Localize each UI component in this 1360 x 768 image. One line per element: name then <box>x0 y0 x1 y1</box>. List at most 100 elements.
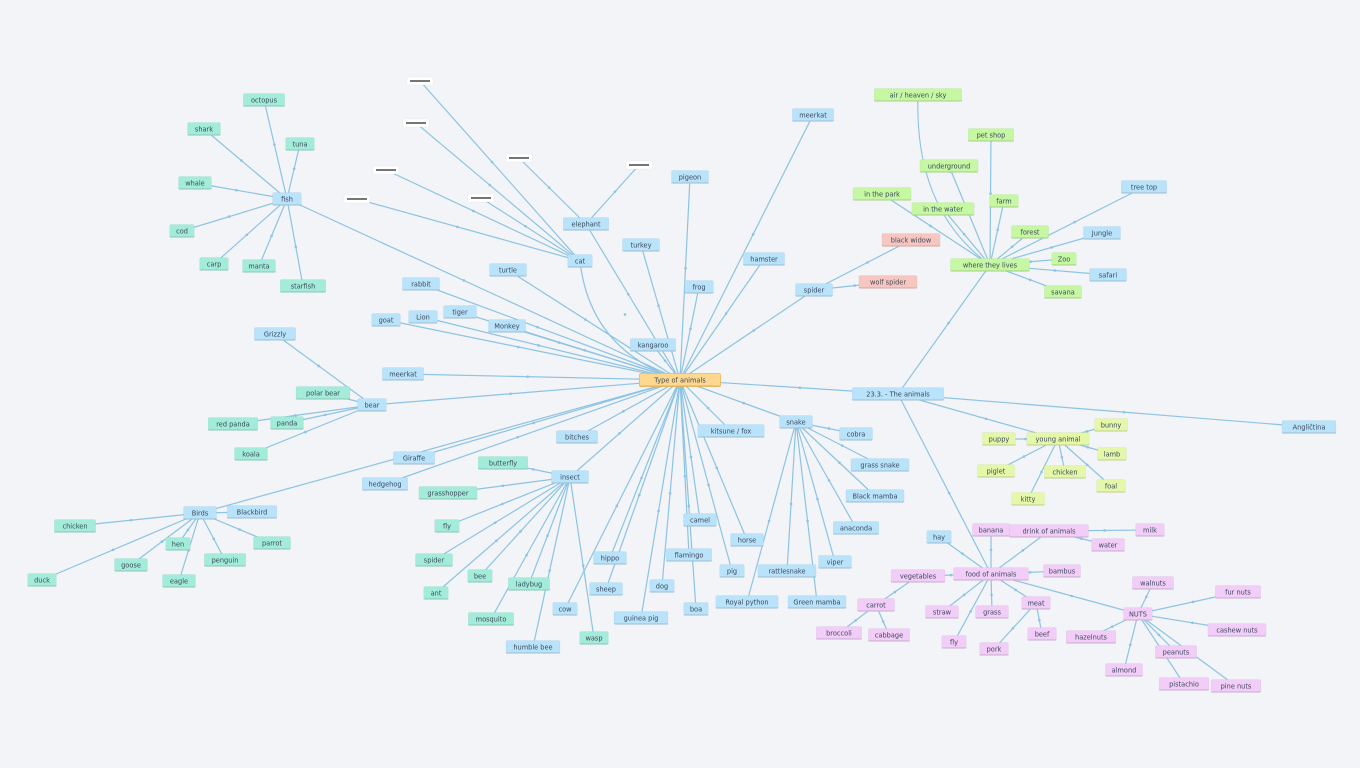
node-snake[interactable]: snake <box>779 415 813 429</box>
node-lang[interactable]: Angličtina <box>1281 420 1337 434</box>
node-beef[interactable]: beef <box>1027 627 1057 641</box>
node-vegetables[interactable]: vegetables <box>890 569 946 583</box>
node-pistachio[interactable]: pistachio <box>1158 677 1210 691</box>
node-hay[interactable]: hay <box>926 530 952 544</box>
node-hedgehog[interactable]: hedgehog <box>361 477 409 491</box>
node-manta[interactable]: manta <box>242 259 276 273</box>
node-dog[interactable]: dog <box>649 579 675 593</box>
node-blackmamba[interactable]: Black mamba <box>845 489 905 503</box>
node-meerkat2[interactable]: meerkat <box>382 367 424 381</box>
node-anaconda[interactable]: anaconda <box>832 521 880 535</box>
node-banana[interactable]: banana <box>972 523 1010 537</box>
node-lion[interactable]: Lion <box>408 310 438 324</box>
node-blackbird[interactable]: Blackbird <box>226 505 278 519</box>
node-butterfly[interactable]: butterfly <box>477 456 529 470</box>
node-cat5[interactable] <box>467 193 495 203</box>
node-ant[interactable]: ant <box>423 586 449 600</box>
node-penguin[interactable]: penguin <box>204 553 246 567</box>
node-carrot[interactable]: carrot <box>857 598 895 612</box>
node-hen[interactable]: hen <box>165 537 191 551</box>
node-peanuts[interactable]: peanuts <box>1155 645 1197 659</box>
node-cat1[interactable] <box>406 76 434 86</box>
node-blackwidow[interactable]: black widow <box>881 233 941 247</box>
node-octopus[interactable]: octopus <box>243 93 285 107</box>
node-inpark[interactable]: in the park <box>852 187 912 201</box>
node-pigeon[interactable]: pigeon <box>671 170 709 184</box>
node-giraffe[interactable]: Giraffe <box>393 451 435 465</box>
node-flamingo[interactable]: flamingo <box>665 548 713 562</box>
node-cat3[interactable] <box>372 165 400 175</box>
node-sky[interactable]: air / heaven / sky <box>873 88 963 102</box>
node-hamster[interactable]: hamster <box>743 252 785 266</box>
node-bambus[interactable]: bambus <box>1043 564 1081 578</box>
node-savana[interactable]: savana <box>1044 285 1082 299</box>
node-fly2[interactable]: fly <box>941 635 967 649</box>
node-cat[interactable]: cat <box>567 254 593 268</box>
node-pork[interactable]: pork <box>979 642 1009 656</box>
node-spider[interactable]: spider <box>795 283 833 297</box>
node-boa[interactable]: boa <box>683 602 709 616</box>
node-spider2[interactable]: spider <box>415 553 453 567</box>
node-young[interactable]: young animal <box>1026 432 1090 446</box>
node-where[interactable]: where they lives <box>950 258 1030 272</box>
node-elephant[interactable]: elephant <box>562 217 610 231</box>
node-shark[interactable]: shark <box>187 122 221 136</box>
node-wolfspider[interactable]: wolf spider <box>858 275 918 289</box>
node-cat4[interactable] <box>343 194 371 204</box>
node-guineapig[interactable]: guinea pig <box>613 611 669 625</box>
node-monkey[interactable]: Monkey <box>488 319 526 333</box>
node-cow[interactable]: cow <box>552 602 578 616</box>
node-kangaroo[interactable]: kangaroo <box>629 338 677 352</box>
node-fish[interactable]: fish <box>272 192 302 206</box>
node-rattlesnake[interactable]: rattlesnake <box>757 564 817 578</box>
node-whale[interactable]: whale <box>178 176 212 190</box>
node-sheep[interactable]: sheep <box>589 582 623 596</box>
node-piglet[interactable]: piglet <box>977 464 1015 478</box>
node-eagle[interactable]: eagle <box>162 574 196 588</box>
node-starfish[interactable]: starfish <box>279 279 327 293</box>
node-pig[interactable]: pig <box>719 564 745 578</box>
node-bear[interactable]: bear <box>357 398 387 412</box>
node-hazelnuts[interactable]: hazelnuts <box>1065 630 1117 644</box>
node-walnuts[interactable]: walnuts <box>1132 576 1174 590</box>
node-camel[interactable]: camel <box>683 513 717 527</box>
node-bitches[interactable]: bitches <box>556 430 598 444</box>
node-grasssnake[interactable]: grass snake <box>850 458 910 472</box>
node-petshop[interactable]: pet shop <box>967 128 1015 142</box>
node-food[interactable]: food of animals <box>953 567 1029 581</box>
node-rabbit[interactable]: rabbit <box>402 277 440 291</box>
node-mosquito[interactable]: mosquito <box>467 612 515 626</box>
node-redpanda[interactable]: red panda <box>207 417 259 431</box>
node-puppy[interactable]: puppy <box>982 432 1016 446</box>
node-bunny[interactable]: bunny <box>1094 418 1128 432</box>
node-ladybug[interactable]: ladybug <box>508 577 550 591</box>
node-fox[interactable]: kitsune / fox <box>697 424 765 438</box>
node-tuna[interactable]: tuna <box>285 137 315 151</box>
node-kitty[interactable]: kitty <box>1011 492 1045 506</box>
node-duck[interactable]: duck <box>27 573 57 587</box>
node-chicken1[interactable]: chicken <box>54 519 96 533</box>
node-panda[interactable]: panda <box>270 416 304 430</box>
node-ele1[interactable] <box>505 153 533 163</box>
node-insect[interactable]: insect <box>551 470 589 484</box>
node-zoo[interactable]: Zoo <box>1051 252 1077 266</box>
node-tiger[interactable]: tiger <box>443 305 477 319</box>
node-horse[interactable]: horse <box>730 533 764 547</box>
node-cat2[interactable] <box>402 118 430 128</box>
node-turtle[interactable]: turtle <box>489 263 527 277</box>
node-straw[interactable]: straw <box>925 605 959 619</box>
node-cod[interactable]: cod <box>169 224 195 238</box>
node-forest[interactable]: forest <box>1011 225 1049 239</box>
node-royalpython[interactable]: Royal python <box>715 595 779 609</box>
node-pinenuts[interactable]: pine nuts <box>1210 679 1262 693</box>
node-meat[interactable]: meat <box>1021 596 1051 610</box>
node-lamb[interactable]: lamb <box>1097 447 1127 461</box>
node-milk[interactable]: milk <box>1135 523 1165 537</box>
node-wasp[interactable]: wasp <box>579 631 609 645</box>
node-drink[interactable]: drink of animals <box>1009 524 1089 538</box>
node-cobra[interactable]: cobra <box>839 427 873 441</box>
node-chicken2[interactable]: chicken <box>1044 465 1086 479</box>
node-treetop[interactable]: tree top <box>1120 180 1168 194</box>
node-jungle[interactable]: Jungle <box>1083 226 1121 240</box>
node-hippo[interactable]: hippo <box>593 551 627 565</box>
